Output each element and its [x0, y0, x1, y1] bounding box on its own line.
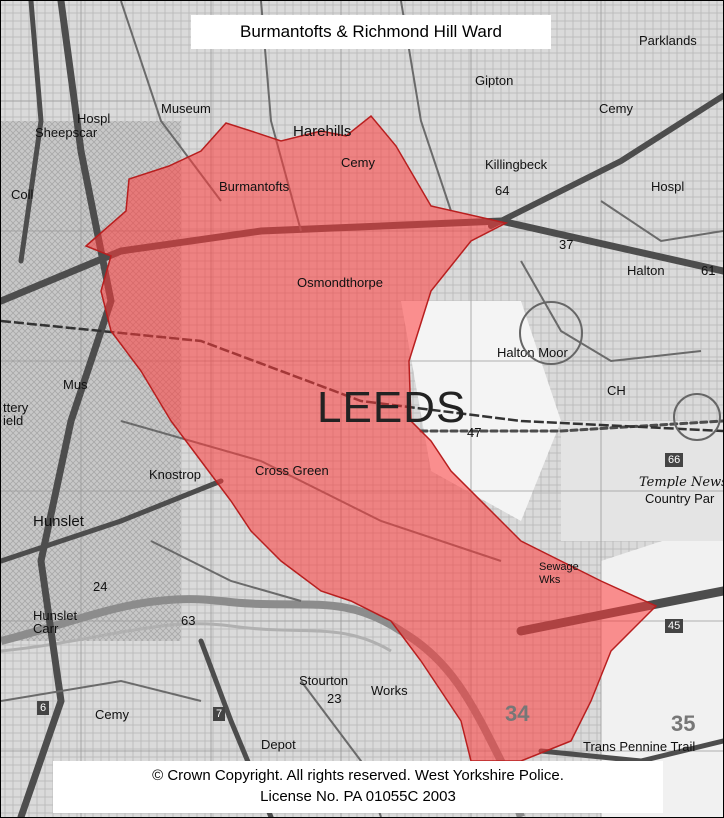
copyright-line-2: License No. PA 01055C 2003: [260, 788, 456, 805]
country-park-area: [561, 421, 723, 541]
label-cemy-right: Cemy: [599, 101, 633, 116]
road-number-61: 61: [701, 263, 716, 278]
label-stourton: Stourton: [299, 673, 349, 688]
road-number-37: 37: [559, 237, 574, 252]
junction-45: 45: [665, 619, 684, 633]
label-museum: Museum: [161, 101, 211, 116]
label-burmantofts: Burmantofts: [219, 179, 290, 194]
label-depot: Depot: [261, 737, 296, 752]
label-osmondthorpe: Osmondthorpe: [297, 275, 383, 290]
label-cross-green: Cross Green: [255, 463, 329, 478]
label-grid-34: 34: [505, 701, 530, 726]
label-harehills: Harehills: [293, 123, 352, 140]
road-number-64: 64: [495, 183, 510, 198]
copyright-line-1: © Crown Copyright. All rights reserved. …: [152, 767, 564, 784]
ward-boundary: [84, 114, 658, 762]
road-number-47: 47: [467, 425, 482, 440]
canal: [1, 622, 392, 653]
label-temple-newsam: Temple Newsam: [639, 475, 723, 490]
ward-title: Burmantofts & Richmond Hill Ward: [191, 15, 551, 49]
road-number-24: 24: [93, 579, 108, 594]
label-hunslet: Hunslet: [33, 513, 84, 530]
junction-6: 6: [37, 701, 50, 715]
label-cemy-bottom: Cemy: [95, 707, 129, 722]
label-parklands: Parklands: [639, 33, 697, 48]
label-hospl-top: Hospl: [77, 111, 111, 126]
roundabout-temple-newsam: [673, 393, 721, 441]
label-trans-pennine-trail: Trans Pennine Trail: [583, 739, 696, 754]
label-gipton: Gipton: [475, 73, 514, 88]
junction-7: 7: [213, 707, 226, 721]
label-sewage-wks: Sewage Wks: [539, 561, 579, 586]
label-mus: Mus: [63, 377, 88, 392]
label-coll: Coll: [11, 187, 34, 202]
label-hunslet-carr: Hunslet Carr: [33, 608, 78, 636]
label-leeds: LEEDS: [317, 383, 467, 432]
label-cemy-top: Cemy: [341, 155, 375, 170]
label-ch: CH: [607, 383, 626, 398]
label-pottery-field: ttery ield: [3, 400, 29, 428]
label-sheepscar: Sheepscar: [35, 125, 98, 140]
label-hospl-right: Hospl: [651, 179, 685, 194]
label-killingbeck: Killingbeck: [485, 157, 548, 172]
road-number-23: 23: [327, 691, 342, 706]
label-knostrop: Knostrop: [149, 467, 202, 482]
copyright-notice: © Crown Copyright. All rights reserved. …: [53, 761, 663, 813]
junction-66: 66: [665, 453, 684, 467]
label-works: Works: [371, 683, 408, 698]
label-country-park: Country Par: [645, 491, 715, 506]
label-halton: Halton: [627, 263, 665, 278]
road-number-63: 63: [181, 613, 196, 628]
label-grid-35: 35: [671, 711, 696, 736]
roundabout-halton-moor: [519, 301, 583, 365]
